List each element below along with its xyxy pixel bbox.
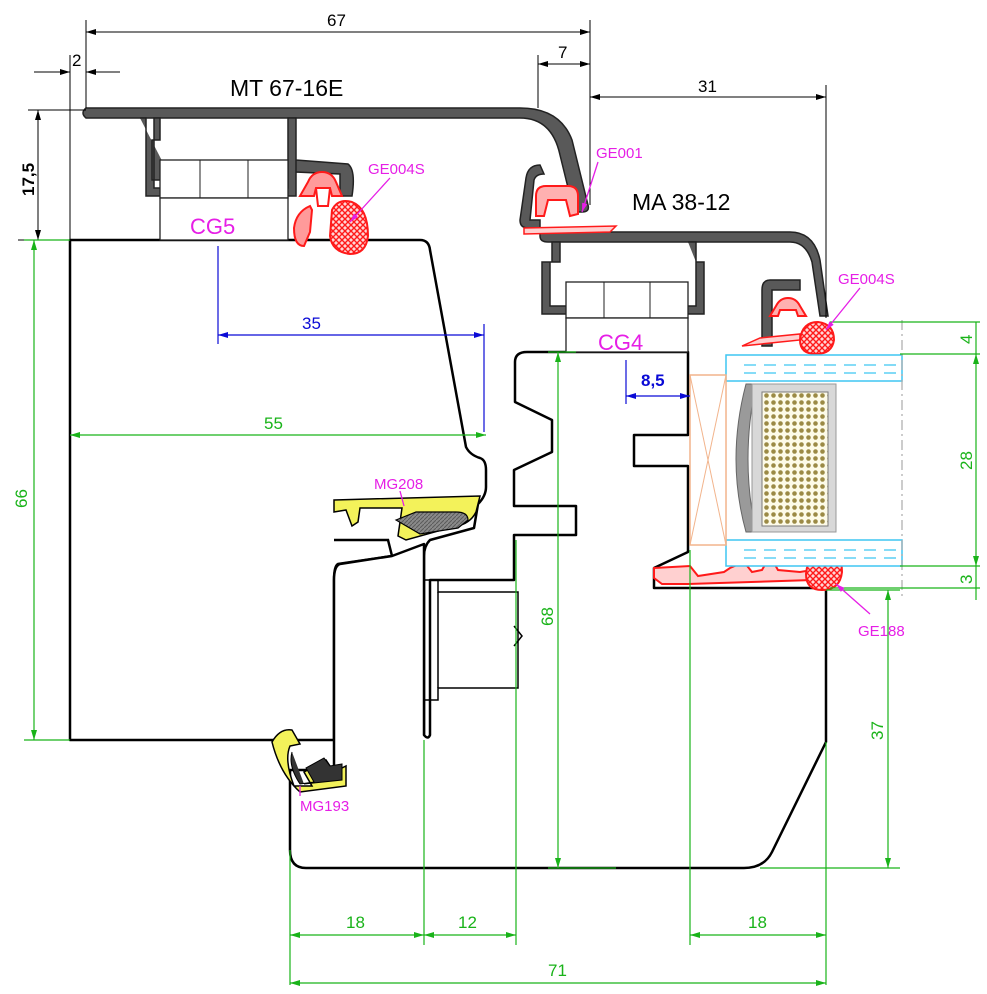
dim-text-71: 71 — [548, 961, 567, 980]
gasket-ge004s-top — [292, 170, 344, 248]
hardware-tip — [513, 625, 523, 647]
dim-text-68: 68 — [538, 607, 557, 626]
dim-text-3: 3 — [957, 575, 976, 584]
dim-text-17-5: 17,5 — [19, 163, 38, 196]
gasket-mg193-core — [290, 751, 343, 785]
cladding-clip-left — [140, 117, 189, 197]
gasket-ge004s-top-bulb — [328, 200, 370, 256]
glazing-spacer-cross-b — [689, 374, 727, 546]
label-ge001: GE001 — [596, 145, 643, 162]
dim-text-28: 28 — [957, 451, 976, 470]
dim-text-4: 4 — [957, 335, 976, 344]
dim-text-18-right: 18 — [748, 913, 767, 932]
cg5-insert-box — [159, 159, 289, 199]
glass-pane-bottom — [725, 539, 903, 567]
gasket-mg208-lip — [394, 511, 469, 535]
leader-ge004s-top — [349, 177, 391, 223]
leader-ge188 — [835, 583, 871, 615]
label-ma-38-12: MA 38-12 — [632, 189, 730, 215]
dim-text-37: 37 — [868, 721, 887, 740]
gasket-ge004s-right-base — [741, 333, 801, 347]
leader-mg208 — [399, 490, 405, 507]
label-ge188: GE188 — [858, 623, 905, 640]
gasket-ge001 — [535, 185, 579, 218]
cg5-base — [159, 197, 289, 241]
dim-text-8-5: 8,5 — [641, 371, 665, 390]
gasket-ge004s-right-bulb — [798, 320, 836, 356]
dim-text-2: 2 — [72, 51, 81, 70]
dim-text-12: 12 — [458, 913, 477, 932]
cg4-base — [565, 317, 689, 353]
glass-pane-top — [725, 354, 903, 382]
label-ge004s-top: GE004S — [368, 161, 425, 178]
gasket-ge001-tail — [523, 225, 618, 235]
dim-text-7: 7 — [558, 43, 567, 62]
dim-text-67: 67 — [327, 11, 346, 30]
dim-text-66: 66 — [12, 489, 31, 508]
dim-text-55: 55 — [264, 414, 283, 433]
label-mt-67-16e: MT 67-16E — [230, 75, 343, 101]
cg4-insert-box — [565, 281, 689, 319]
gasket-ge004s-right — [768, 296, 808, 317]
label-cg5: CG5 — [190, 214, 235, 239]
leader-ge004s-right — [825, 287, 861, 331]
infill-core — [761, 391, 829, 527]
gasket-ge004s-top-lip — [315, 187, 331, 207]
dim-text-35: 35 — [302, 314, 321, 333]
label-mg193: MG193 — [300, 798, 349, 815]
label-ge004s-right: GE004S — [838, 271, 895, 288]
dim-text-31: 31 — [698, 77, 717, 96]
label-cg4: CG4 — [598, 330, 643, 355]
bead-glass-leg — [761, 279, 801, 347]
dim-text-18-left: 18 — [346, 913, 365, 932]
leader-ge001 — [581, 161, 599, 213]
label-mg208: MG208 — [374, 476, 423, 493]
